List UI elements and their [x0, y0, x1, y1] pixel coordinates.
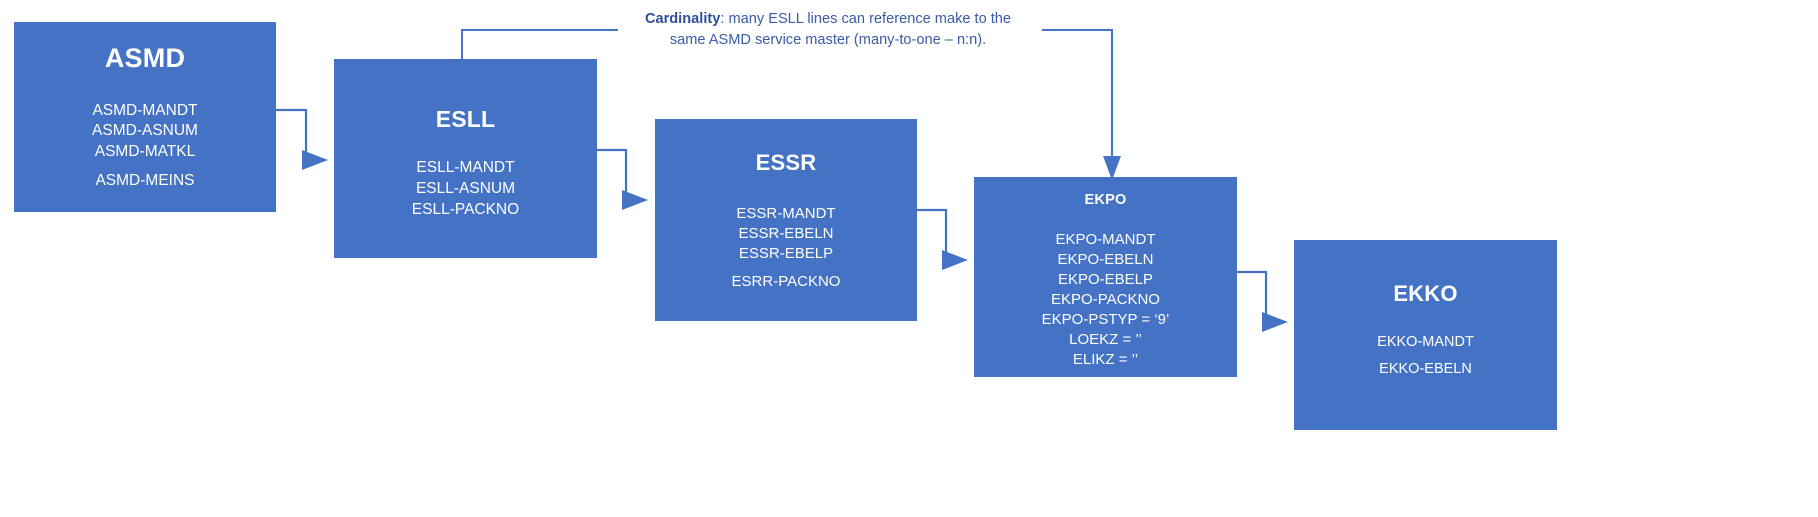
- table-node-essr-fields: ESSR-MANDT ESSR-EBELN ESSR-EBELP ESRR-PA…: [732, 204, 841, 292]
- field-line: EKPO-MANDT: [1055, 230, 1156, 248]
- field-line: EKPO-EBELN: [1057, 250, 1154, 268]
- table-node-ekpo-fields: EKPO-MANDT EKPO-EBELN EKPO-EBELP EKPO-PA…: [1042, 230, 1170, 370]
- table-node-asmd[interactable]: ASMD ASMD-MANDT ASMD-ASNUM ASMD-MATKL AS…: [14, 22, 276, 212]
- table-node-ekko-title: EKKO: [1393, 281, 1458, 306]
- note-leader-right-connector: [1042, 29, 1121, 180]
- cardinality-note-line2: same ASMD service master (many-to-one – …: [669, 32, 987, 49]
- table-node-essr[interactable]: ESSR ESSR-MANDT ESSR-EBELN ESSR-EBELP ES…: [655, 119, 917, 321]
- field-line: EKKO-EBELN: [1379, 361, 1472, 378]
- cardinality-note-line1: many ESLL lines can reference make to th…: [724, 11, 1012, 27]
- field-line: ELIKZ = ’’: [1072, 350, 1139, 368]
- cardinality-note-label: Cardinality: [644, 11, 721, 27]
- field-line: EKPO-PACKNO: [1051, 290, 1160, 308]
- field-line: ESSR-MANDT: [736, 205, 836, 223]
- table-node-ekko[interactable]: EKKO EKKO-MANDT EKKO-EBELN: [1294, 240, 1557, 430]
- table-node-esll-fields: ESLL-MANDT ESLL-ASNUM ESLL-PACKNO: [412, 158, 519, 220]
- field-line: ESLL-ASNUM: [415, 179, 516, 197]
- cardinality-note: Cardinality: many ESLL lines can referen…: [614, 9, 1042, 52]
- field-line: EKPO-EBELP: [1057, 270, 1154, 288]
- field-line: ESRR-PACKNO: [731, 273, 841, 291]
- table-node-asmd-fields: ASMD-MANDT ASMD-ASNUM ASMD-MATKL ASMD-ME…: [92, 101, 198, 192]
- field-line: EKPO-PSTYP = ‘9’: [1041, 310, 1170, 328]
- table-node-ekpo[interactable]: EKPO EKPO-MANDT EKPO-EBELN EKPO-EBELP EK…: [974, 177, 1237, 377]
- table-node-ekpo-title: EKPO: [1084, 192, 1127, 208]
- field-line: ASMD-MANDT: [92, 101, 198, 119]
- table-node-esll-title: ESLL: [435, 106, 496, 132]
- field-line: ESSR-EBELN: [738, 225, 834, 243]
- field-line: ESLL-PACKNO: [411, 200, 520, 218]
- connector-asmd-to-esll: [271, 108, 328, 170]
- table-node-asmd-title: ASMD: [104, 43, 186, 73]
- connector-essr-to-ekpo: [911, 208, 968, 270]
- field-line: ASMD-ASNUM: [92, 122, 198, 140]
- cardinality-note-separator: :: [720, 11, 725, 27]
- field-line: ESLL-MANDT: [416, 159, 515, 177]
- field-line: ASMD-MATKL: [94, 142, 196, 160]
- note-leader-left-connector: [461, 29, 618, 66]
- field-line: ESSR-EBELP: [738, 245, 834, 263]
- field-line: ASMD-MEINS: [95, 172, 195, 190]
- connector-esll-to-essr: [591, 148, 648, 210]
- field-line: LOEKZ = ’’: [1069, 330, 1142, 348]
- table-node-ekko-fields: EKKO-MANDT EKKO-EBELN: [1377, 333, 1474, 380]
- table-node-esll[interactable]: ESLL ESLL-MANDT ESLL-ASNUM ESLL-PACKNO: [334, 59, 597, 258]
- connector-ekpo-to-ekko: [1231, 270, 1288, 332]
- field-line: EKKO-MANDT: [1377, 334, 1474, 351]
- table-node-essr-title: ESSR: [755, 150, 817, 175]
